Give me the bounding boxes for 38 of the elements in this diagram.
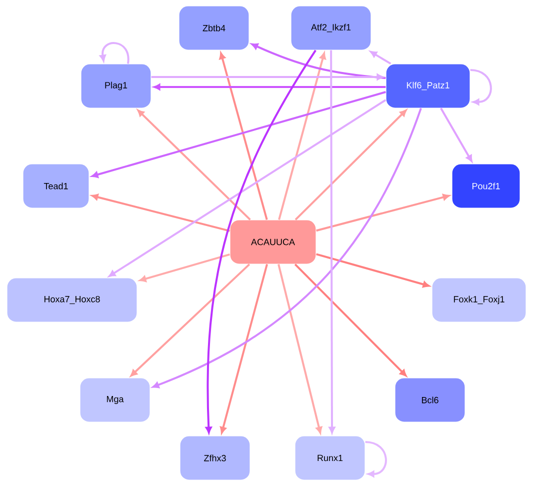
arrow [100, 42, 130, 64]
arrow [328, 50, 336, 434]
node-box: Atf2_Ikzf1 [290, 6, 372, 50]
arrow [152, 108, 422, 388]
node-box: Zbtb4 [178, 6, 250, 50]
arrow [278, 52, 326, 220]
arrow [294, 264, 407, 376]
node-box: Plag1 [80, 64, 152, 108]
arrow [91, 91, 386, 178]
arrow [108, 99, 386, 277]
arrow [137, 110, 251, 220]
arrow [365, 441, 387, 478]
arrow [440, 108, 472, 162]
arrow [130, 264, 250, 376]
arrow [151, 74, 384, 80]
node-box: Zfhx3 [180, 436, 250, 480]
node-box: ACAUUCA [230, 220, 316, 264]
arrow [219, 52, 268, 220]
arrow [220, 264, 268, 434]
arrow [154, 84, 386, 90]
arrow [316, 194, 450, 232]
node-box: Pou2f1 [452, 164, 520, 208]
arrow [316, 253, 430, 288]
node-box: Runx1 [294, 436, 366, 480]
arrow [294, 110, 407, 220]
node-box: Bcl6 [394, 378, 466, 422]
arrow [139, 254, 230, 282]
node-box: Klf6_Patz1 [386, 64, 470, 108]
arrow [278, 264, 322, 434]
arrow [91, 194, 230, 232]
arrow [251, 43, 386, 79]
node-box: Mga [80, 378, 150, 422]
node-box: Hoxa7_Hoxc8 [6, 278, 138, 322]
node-box: Tead1 [22, 164, 90, 208]
arrow [205, 50, 316, 434]
node-box: Foxk1_Foxj1 [432, 278, 526, 322]
arrow [470, 69, 492, 106]
arrow [370, 51, 392, 65]
